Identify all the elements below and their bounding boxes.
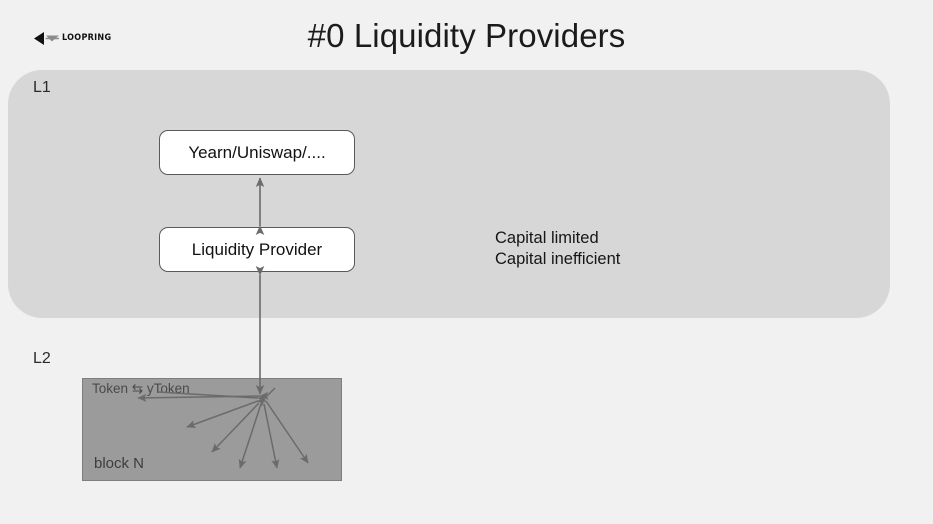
loopring-mark-icon	[34, 31, 59, 45]
loopring-logo: LOOPRING	[33, 30, 114, 46]
l2-block[interactable]: Token ⇆ yToken block N	[82, 378, 342, 481]
node-yearn-uniswap-label: Yearn/Uniswap/....	[188, 142, 326, 162]
l1-region	[8, 70, 890, 318]
l1-label: L1	[33, 79, 51, 96]
node-liquidity-provider-label: Liquidity Provider	[191, 239, 323, 259]
loopring-wordmark: LOOPRING	[62, 32, 112, 43]
capital-note-limited: Capital limited	[495, 229, 599, 247]
l2-label: L2	[33, 350, 51, 367]
node-yearn-uniswap[interactable]: Yearn/Uniswap/....	[159, 130, 355, 175]
l2-token-swap-label: Token ⇆ yToken	[92, 381, 190, 396]
node-liquidity-provider[interactable]: Liquidity Provider	[159, 227, 355, 272]
capital-note-inefficient: Capital inefficient	[495, 250, 621, 268]
capital-notes: Capital limited Capital inefficient	[495, 228, 620, 270]
page-title: #0 Liquidity Providers	[307, 17, 626, 54]
l2-block-number-label: block N	[94, 455, 145, 472]
